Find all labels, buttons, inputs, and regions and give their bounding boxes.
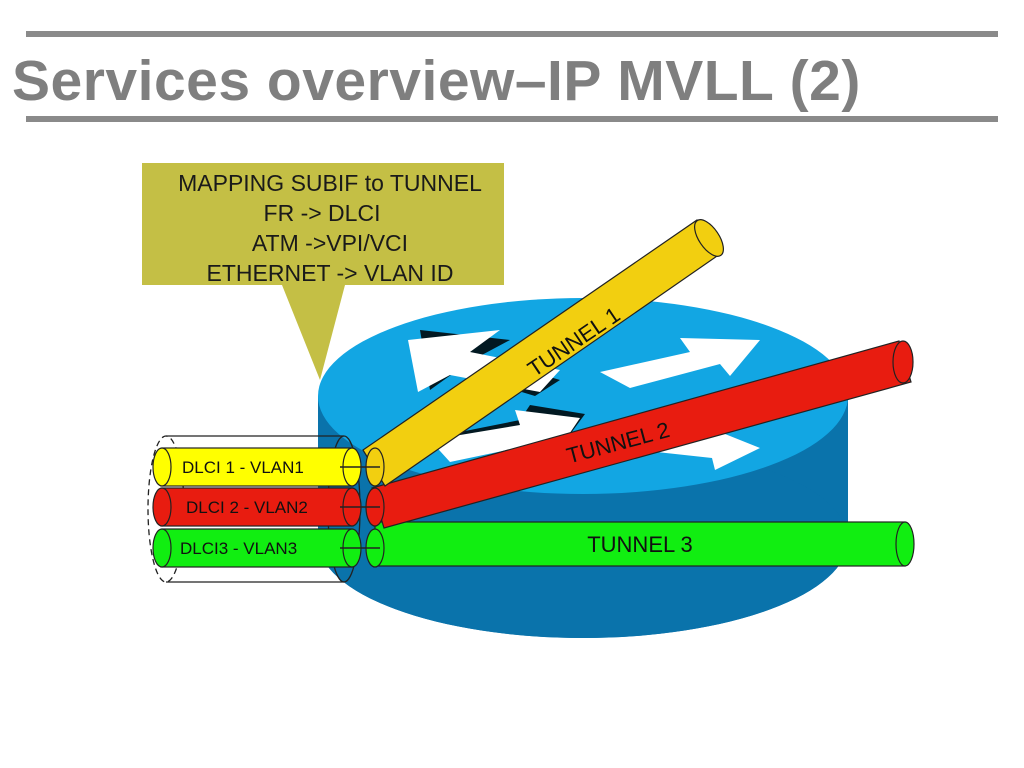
tunnel-2-far-end xyxy=(892,340,914,384)
callout-line-1: MAPPING SUBIF to TUNNEL xyxy=(178,170,482,196)
slide-title: Services overview–IP MVLL (2) xyxy=(12,49,861,113)
bundle-outline xyxy=(166,435,344,583)
circuit-2: DLCI 2 - VLAN2 xyxy=(152,487,380,527)
subinterface-bundle: DLCI 1 - VLAN1 DLCI 2 - VLAN2 DLCI3 - VL… xyxy=(147,435,380,583)
title-bottom-rule xyxy=(26,116,998,122)
circuit-3-left-end xyxy=(152,528,172,568)
circuit-2-label: DLCI 2 - VLAN2 xyxy=(186,498,308,517)
tunnel-3-far-end xyxy=(895,521,915,567)
tunnel-1-far-end xyxy=(694,219,724,257)
router-arrow xyxy=(600,338,760,388)
callout-line-4: ETHERNET -> VLAN ID xyxy=(207,260,454,286)
mapping-callout: MAPPING SUBIF to TUNNEL FR -> DLCI ATM -… xyxy=(142,163,504,380)
circuit-1-left-end xyxy=(152,447,172,487)
tunnel-3-label: TUNNEL 3 xyxy=(587,532,693,557)
tunnel-3: TUNNEL 3 xyxy=(365,521,915,568)
circuit-1-body xyxy=(161,447,353,487)
circuit-3: DLCI3 - VLAN3 xyxy=(152,528,380,568)
callout-line-3: ATM ->VPI/VCI xyxy=(252,230,408,256)
circuit-1: DLCI 1 - VLAN1 xyxy=(152,447,380,487)
circuit-1-label: DLCI 1 - VLAN1 xyxy=(182,458,304,477)
callout-line-2: FR -> DLCI xyxy=(264,200,381,226)
circuit-2-left-end xyxy=(152,487,172,527)
tunnel-3-body xyxy=(374,521,906,567)
circuit-3-label: DLCI3 - VLAN3 xyxy=(180,539,297,558)
circuit-2-body xyxy=(161,487,353,527)
callout-box xyxy=(142,163,504,285)
router-arrow xyxy=(430,410,580,462)
title-top-rule xyxy=(26,31,998,37)
callout-pointer xyxy=(282,285,345,380)
